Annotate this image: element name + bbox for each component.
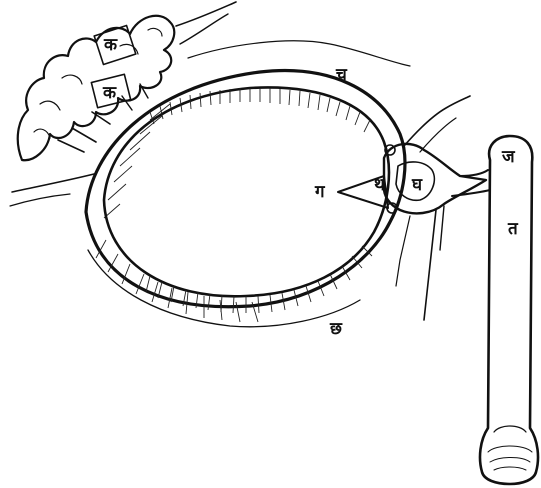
lacrimal-gland — [18, 16, 175, 160]
nasolacrimal-duct — [480, 136, 538, 484]
label-ga: ग — [314, 182, 326, 202]
label-ta: त — [507, 219, 519, 239]
label-gha: घ — [411, 175, 423, 195]
upper-lid-tissue — [10, 2, 410, 218]
label-ka-upper: क — [103, 35, 118, 55]
eyelash-fringe — [146, 88, 372, 313]
eyelid-outer-contour — [86, 71, 405, 307]
label-chha: छ — [329, 319, 343, 339]
label-tha: थ — [374, 175, 386, 195]
label-ja: ज — [501, 147, 516, 167]
label-cha: च — [335, 65, 348, 85]
lacrimal-sac-apparatus — [338, 96, 490, 320]
label-ka-lower: क — [102, 83, 117, 103]
